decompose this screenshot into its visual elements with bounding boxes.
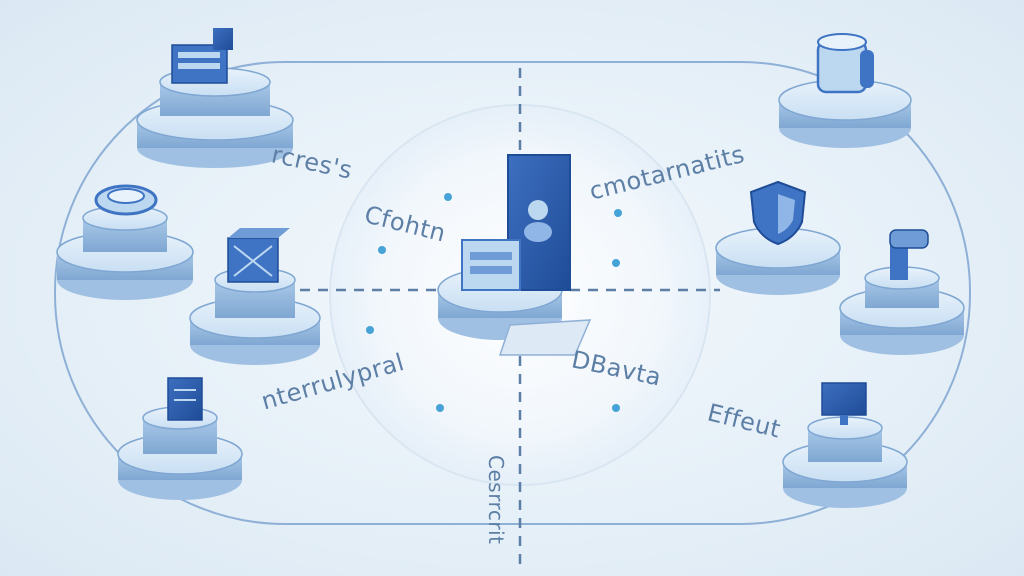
monitor-icon (821, 382, 867, 425)
ring-sensor-icon (94, 184, 158, 216)
node-left-upper[interactable] (56, 184, 194, 300)
node-top-right[interactable] (778, 33, 912, 148)
node-left-lower[interactable] (117, 377, 243, 500)
phone-hub-icon (461, 154, 571, 291)
node-right-upper[interactable] (715, 180, 841, 295)
node-left-mid[interactable] (189, 228, 321, 365)
cylinder-container-icon (816, 33, 874, 94)
document-panel-icon (167, 377, 203, 421)
hub-keyboard-plate (498, 319, 592, 356)
shield-icon (749, 180, 807, 246)
label-bottom-center: Cesrrcrit (484, 455, 508, 545)
halo-dots (366, 193, 622, 412)
node-top-left[interactable] (136, 28, 294, 168)
server-rack-icon (171, 28, 233, 84)
outer-loop-connector (54, 61, 971, 525)
node-center[interactable] (437, 154, 592, 356)
cube-network-icon (227, 228, 290, 283)
node-right-lower[interactable] (782, 382, 908, 508)
node-right-mid[interactable] (839, 229, 965, 355)
pipe-valve-icon (889, 229, 929, 280)
